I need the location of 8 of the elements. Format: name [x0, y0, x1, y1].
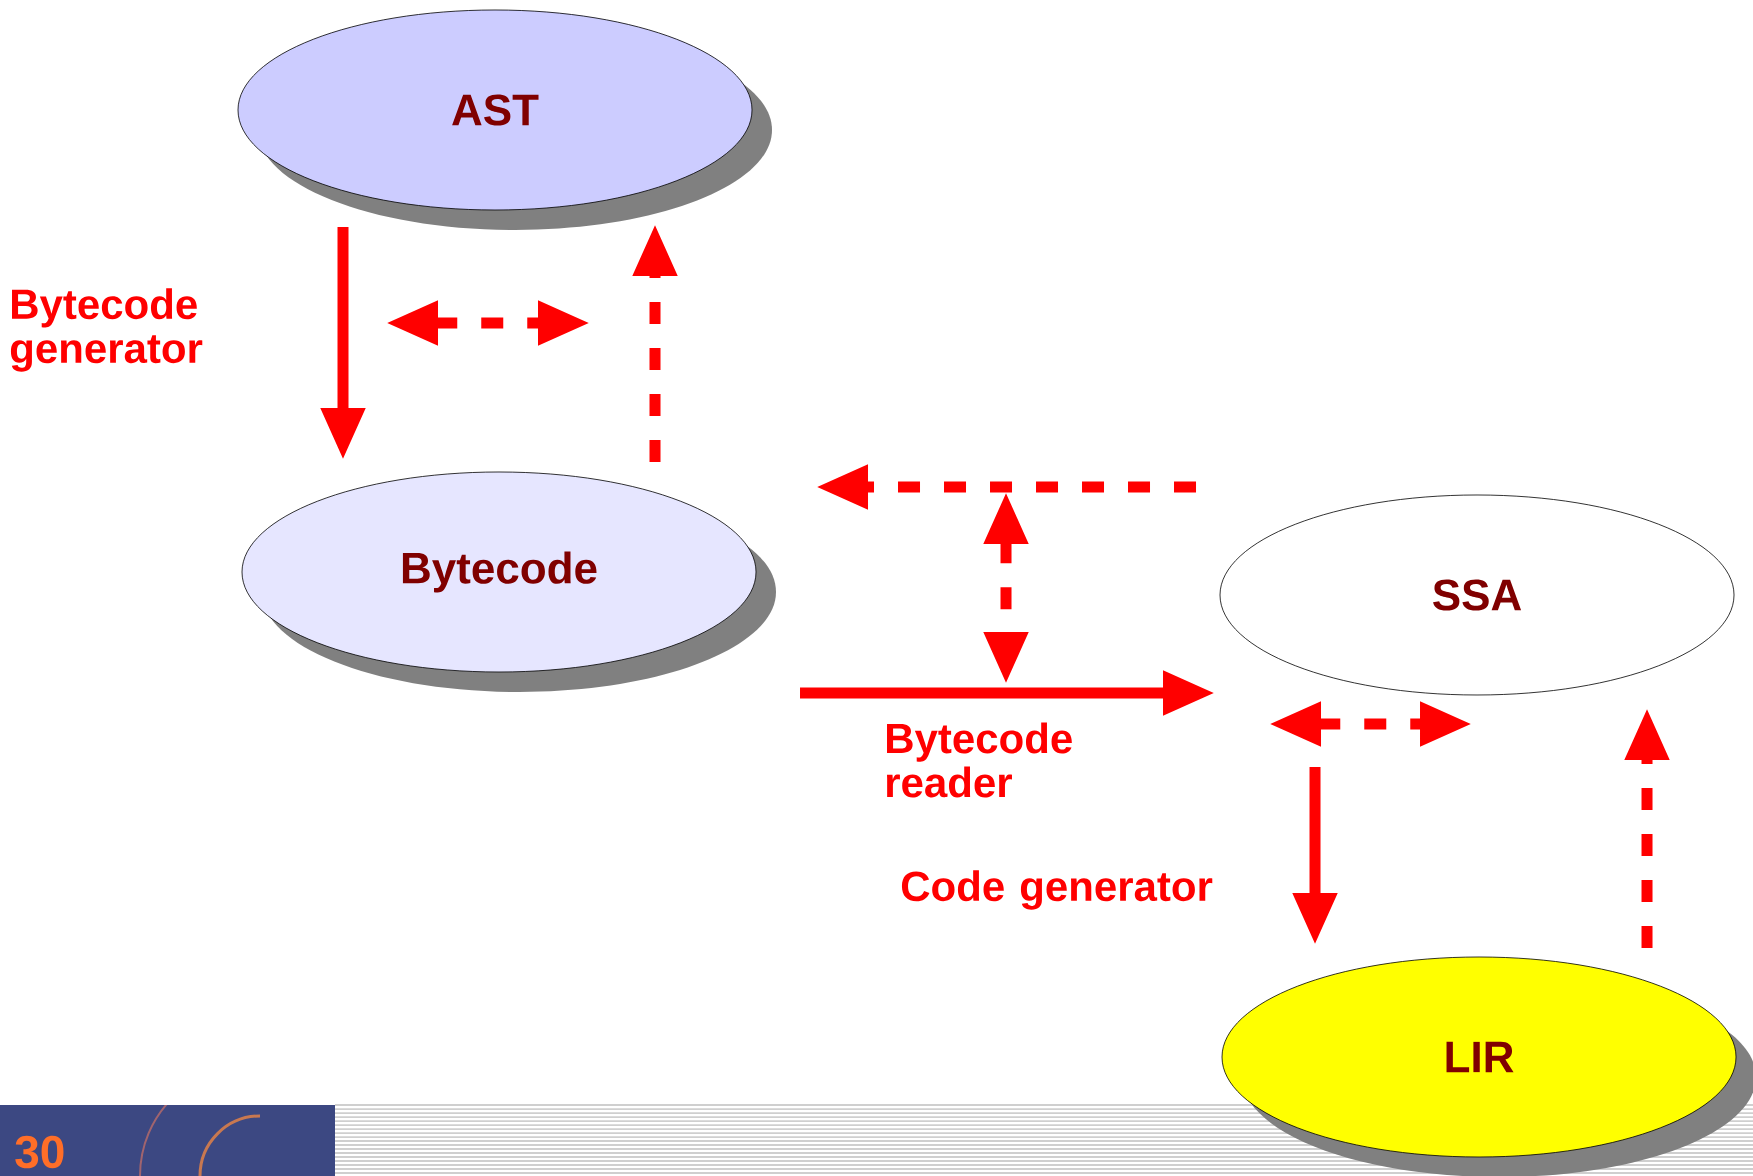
edge-label: Bytecode generator — [10, 288, 203, 372]
slide-number: 30 — [15, 1135, 64, 1169]
ellipse-node: LIR — [1221, 956, 1753, 1176]
ellipse-node: AST — [237, 9, 772, 230]
edge-label: Code generator — [901, 870, 1213, 910]
edge-label: Bytecode reader — [887, 722, 1072, 798]
ellipse-node: Bytecode — [241, 471, 776, 692]
ellipse-node: SSA — [1219, 494, 1735, 696]
